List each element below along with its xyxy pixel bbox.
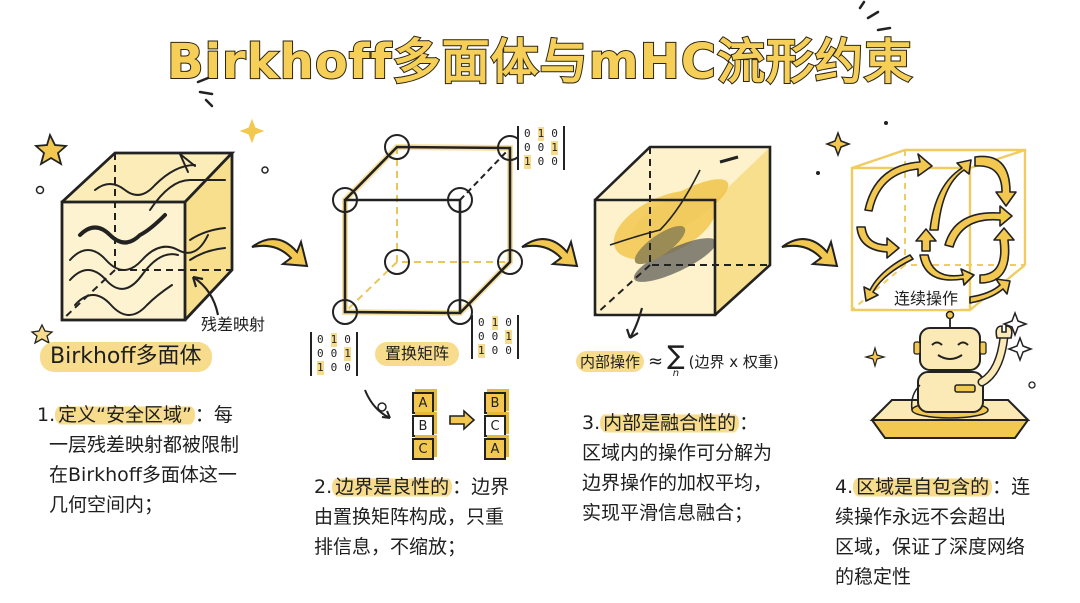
block-a: A xyxy=(412,392,434,414)
panel-3: 内部操作 ≈ ∑ n (边界 x 权重) 3.内部是融合性的： 区域内的操作可分… xyxy=(570,130,830,590)
desc-line: 一层残差映射都被限制 xyxy=(49,434,240,456)
desc-line: 几何空间内； xyxy=(49,494,164,516)
desc-line: 的稳定性 xyxy=(835,566,912,588)
step-highlight: 定义“安全区域” xyxy=(55,404,195,426)
sum-subscript: n xyxy=(672,368,680,379)
residual-mapping-label: 残差映射 xyxy=(201,315,266,334)
panel-1-description: 1.定义“安全区域”：每 一层残差映射都被限制 在Birkhoff多面体这一 几… xyxy=(37,400,287,520)
formula: 内部操作 ≈ ∑ n (边界 x 权重) xyxy=(576,343,779,379)
step-number: 4. xyxy=(835,476,854,498)
desc-line: 排信息，不缩放； xyxy=(314,536,467,558)
permutation-matrix-caption-text: 置换矩阵 xyxy=(375,342,460,366)
flow-arrow-icon xyxy=(521,238,579,268)
sigma-glyph: ∑ xyxy=(667,341,685,371)
desc-line: 在Birkhoff多面体这一 xyxy=(49,464,237,486)
desc-line: 区域内的操作可分解为 xyxy=(582,442,773,464)
right-arrow-icon xyxy=(449,409,476,431)
cube-blended-interior-illustration xyxy=(593,145,772,339)
cube-looping-arrows-illustration xyxy=(816,121,1029,338)
spark-marks-icon xyxy=(196,0,892,108)
step-number: 3. xyxy=(582,412,601,434)
panel-4: 连续操作 4.区域是自包含的：连 续操作永远不会超出 区域，保证了深度网络 的稳… xyxy=(816,115,1070,590)
panel-4-description: 4.区域是自包含的：连 续操作永远不会超出 区域，保证了深度网络 的稳定性 xyxy=(835,472,1075,592)
blocks-after: B C A xyxy=(484,392,506,460)
robot-waving-icon xyxy=(863,310,1036,439)
panel-2-description: 2.边界是良性的：边界 由置换矩阵构成，只重 排信息，不缩放； xyxy=(314,472,564,562)
continuous-operation-label: 连续操作 xyxy=(892,285,961,309)
desc-line: 边界操作的加权平均， xyxy=(582,472,773,494)
flow-arrow-icon xyxy=(781,238,839,268)
sum-symbol: ∑ n xyxy=(667,343,685,379)
desc-line: ： xyxy=(739,412,759,434)
desc-line: ：每 xyxy=(194,404,233,426)
blocks-before: A B C xyxy=(412,392,434,460)
birkhoff-polytope-caption-text: Birkhoff多面体 xyxy=(40,342,212,372)
block-c: C xyxy=(412,438,434,460)
step-number: 2. xyxy=(314,476,333,498)
step-highlight: 边界是良性的 xyxy=(332,476,453,498)
desc-line: 实现平滑信息融合； xyxy=(582,502,754,524)
desc-line: ：边界 xyxy=(452,476,510,498)
step-highlight: 区域是自包含的 xyxy=(853,476,993,498)
flow-arrow-icon xyxy=(251,238,309,268)
block-a: A xyxy=(484,438,506,460)
approx-symbol: ≈ xyxy=(648,350,664,372)
cube-wavy-arrows-illustration xyxy=(30,118,269,345)
page-title: Birkhoff多面体与mHC流形约束 xyxy=(166,33,913,91)
desc-line: 区域，保证了深度网络 xyxy=(835,536,1026,558)
desc-line: ：连 xyxy=(992,476,1031,498)
birkhoff-polytope-caption: Birkhoff多面体 xyxy=(40,342,212,372)
step-highlight: 内部是融合性的 xyxy=(600,412,740,434)
cube-circled-vertices-illustration xyxy=(332,134,523,325)
panel-3-description: 3.内部是融合性的： 区域内的操作可分解为 边界操作的加权平均， 实现平滑信息融… xyxy=(582,408,832,528)
panel-1: 残差映射 Birkhoff多面体 1.定义“安全区域”：每 一层残差映射都被限制… xyxy=(20,110,300,590)
block-c: C xyxy=(484,415,506,437)
block-b: B xyxy=(484,392,506,414)
desc-line: 续操作永远不会超出 xyxy=(835,506,1007,528)
formula-lhs: 内部操作 xyxy=(576,350,645,372)
step-number: 1. xyxy=(37,404,56,426)
permutation-matrix-caption: 置换矩阵 xyxy=(375,342,460,366)
loop-arrow-icon xyxy=(364,389,391,419)
block-b: B xyxy=(412,415,434,437)
formula-rhs: (边界 x 权重) xyxy=(688,352,779,371)
desc-line: 由置换矩阵构成，只重 xyxy=(314,506,505,528)
